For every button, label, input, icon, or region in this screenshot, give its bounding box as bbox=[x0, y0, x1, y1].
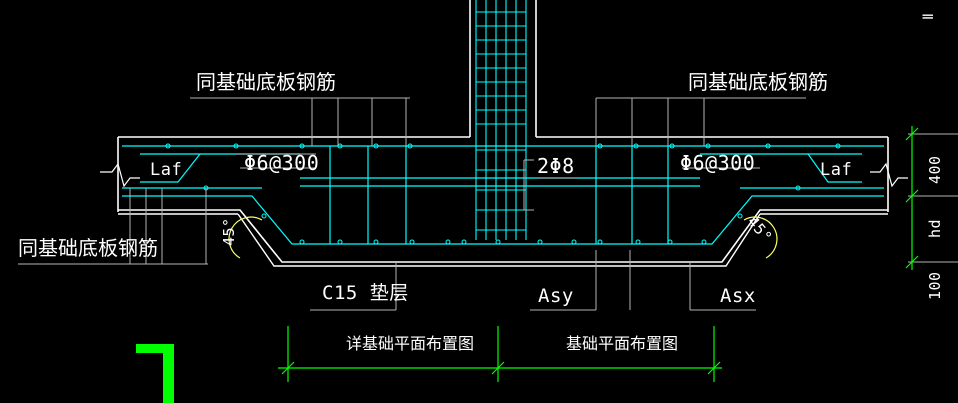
cushion-label: C15 垫层 bbox=[322, 282, 409, 304]
slab-outline bbox=[117, 0, 889, 263]
asx-label: Asx bbox=[720, 285, 756, 307]
left-note: 同基础底板钢筋 bbox=[18, 236, 158, 260]
laf-left-label: Laf bbox=[150, 160, 183, 180]
plan-right-label: 基础平面布置图 bbox=[566, 334, 679, 353]
angle-left-label: 45° bbox=[220, 217, 238, 246]
stirrup-left-label: Φ6@300 bbox=[244, 151, 320, 175]
dim-400-label: 400 bbox=[926, 155, 944, 184]
column-cage bbox=[475, 0, 527, 240]
leader-lines bbox=[18, 97, 958, 311]
angle-arcs bbox=[228, 216, 778, 259]
dim-hd-label: hd bbox=[926, 218, 944, 238]
cushion-layer bbox=[118, 213, 888, 267]
rebar-dots bbox=[165, 143, 841, 245]
break-lines bbox=[100, 162, 908, 188]
laf-right-label: Laf bbox=[820, 160, 853, 180]
plan-left-label: 详基础平面布置图 bbox=[346, 334, 475, 353]
corner-text: Ⅱ bbox=[921, 13, 937, 20]
dimension-lines bbox=[278, 126, 919, 382]
green-corner-mark bbox=[136, 344, 174, 403]
asy-label: Asy bbox=[538, 285, 574, 307]
stirrup-right-label: Φ6@300 bbox=[680, 151, 756, 175]
top-left-note: 同基础底板钢筋 bbox=[196, 70, 336, 94]
bars-label: 2Φ8 bbox=[537, 154, 575, 178]
dim-100-label: 100 bbox=[926, 271, 944, 300]
top-right-note: 同基础底板钢筋 bbox=[688, 70, 828, 94]
